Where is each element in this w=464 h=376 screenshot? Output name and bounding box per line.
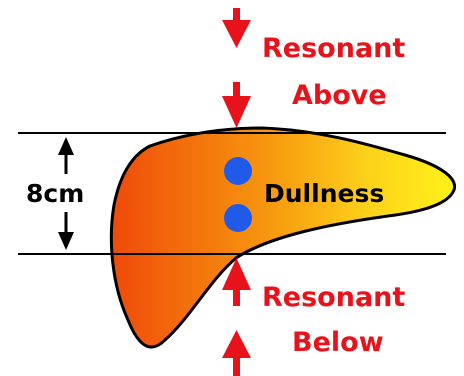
percussion-marker-upper	[224, 157, 252, 185]
liver-organ-shape	[111, 128, 454, 347]
resonant-above-label-line1: Resonant	[262, 33, 405, 64]
up-arrow-icon	[222, 330, 251, 376]
resonant-below-label-line2: Below	[292, 327, 384, 358]
down-arrow-icon	[222, 8, 251, 48]
resonant-above-label-line2: Above	[292, 80, 387, 111]
down-arrow-icon	[222, 82, 251, 128]
resonant-below-label-line1: Resonant	[262, 282, 405, 313]
dullness-label: Dullness	[264, 179, 384, 208]
percussion-marker-lower	[224, 204, 252, 232]
measurement-label: 8cm	[26, 179, 84, 208]
